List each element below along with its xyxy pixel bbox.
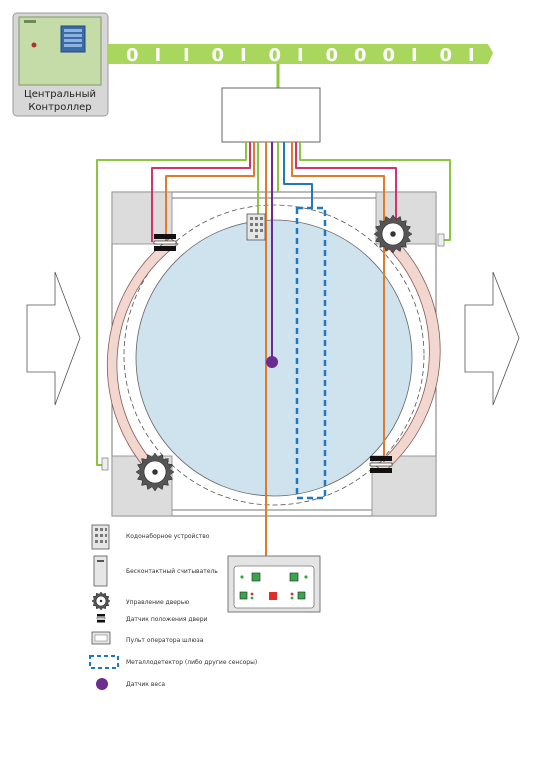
legend-label-weight-sensor: Датчик веса (126, 681, 166, 688)
legend-label-door-drive: Управление дверью (126, 599, 190, 606)
legend-label-card-reader: Бесконтактный считыватель (126, 568, 218, 575)
card-reader-icon (93, 555, 108, 587)
entry-arrow (26, 271, 81, 406)
exit-arrow (464, 271, 520, 406)
legend-label-keypad: Кодонаборное устройство (126, 533, 210, 540)
side-connector-left (101, 457, 109, 471)
bus-bit: 0 (440, 45, 453, 66)
bus-bit: I (297, 45, 304, 66)
metal-detector-zone (295, 206, 327, 500)
bus-bit: 0 (126, 45, 139, 66)
door-drive-gear-top (373, 214, 413, 254)
legend-icons (89, 524, 119, 690)
bus-bit: I (240, 45, 247, 66)
controller-caption-line2: Контроллер (28, 102, 92, 113)
operator-panel-icon (91, 631, 111, 645)
bus-bit: I (411, 45, 418, 66)
bus-bit: I (155, 45, 162, 66)
weight-sensor (266, 356, 278, 368)
door-position-sensor-left (153, 234, 177, 251)
side-connector-right (437, 233, 445, 247)
weight-sensor-icon (96, 678, 108, 690)
operator-panel (227, 555, 321, 613)
rotation-path (123, 204, 425, 506)
wire-green-right (299, 142, 451, 241)
central-controller (12, 12, 109, 117)
metal-detector-icon (89, 655, 119, 669)
bus-bit: I (468, 45, 475, 66)
legend-label-door-sensor: Датчик положения двери (126, 616, 208, 623)
junction-box (221, 87, 321, 143)
wire-pink-left (151, 142, 251, 242)
controller-caption-line1: Центральный (24, 89, 96, 100)
wire-orange-right (291, 142, 385, 462)
bus-bit: 0 (212, 45, 225, 66)
door-drive-gear-icon (91, 591, 111, 611)
keypad-device (246, 213, 266, 241)
door-position-sensor-icon (96, 614, 106, 623)
keypad-icon (91, 524, 110, 550)
door-position-sensor-right (369, 456, 393, 473)
bus-bit: 0 (326, 45, 339, 66)
wire-orange-left (165, 142, 255, 242)
wire-green-left (96, 142, 247, 466)
wiring (96, 142, 451, 558)
legend-label-metal-detector: Металлодетектор (либо другие сенсоры) (126, 659, 258, 666)
bus-bit: I (183, 45, 190, 66)
legend-label-operator-panel: Пульт оператора шлюза (126, 637, 204, 644)
bus-bit: 0 (269, 45, 282, 66)
bus-bit: 0 (383, 45, 396, 66)
bus-bit: 0 (354, 45, 367, 66)
controller-caption: Центральный Контроллер (14, 88, 106, 114)
wire-pink-right (295, 142, 397, 228)
door-drive-gear-bottom (135, 452, 175, 492)
wire-blue-detector (283, 142, 313, 208)
